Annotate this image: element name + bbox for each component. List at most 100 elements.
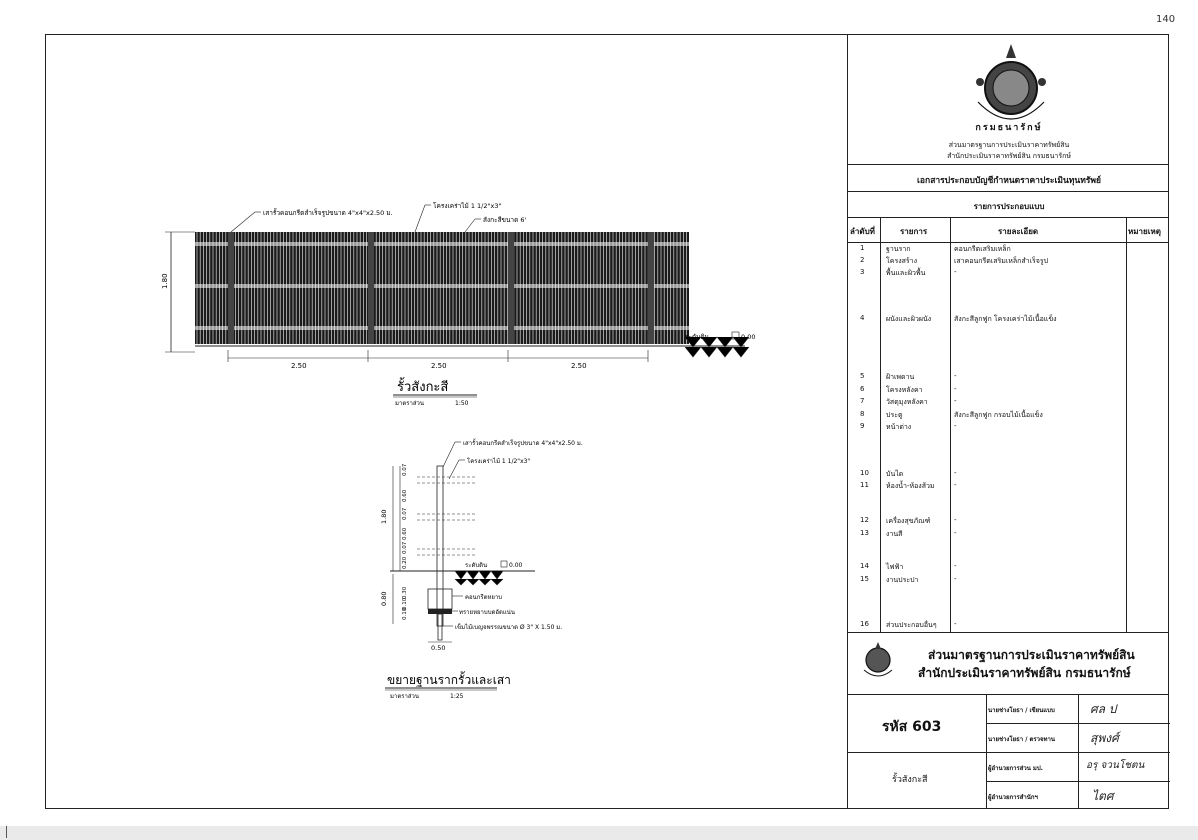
item-detail: - [954, 469, 957, 477]
item-name: ฝ้าเพดาน [886, 373, 915, 381]
item-number: 13 [860, 529, 869, 537]
item-number: 4 [860, 314, 865, 322]
section-pile-label: เข็มไม้เบญจพรรณขนาด Ø 3" X 1.50 ม. [455, 622, 562, 631]
item-name: ผนังและผิวผนัง [886, 315, 932, 323]
span-dim-2: 2.50 [431, 362, 447, 370]
signature-1: ศล ป [1090, 702, 1117, 716]
section-frame-label: โครงเคร่าไม้ 1 1/2"x3" [467, 457, 530, 465]
item-number: 5 [860, 372, 865, 380]
section-level-value: 0.00 [509, 562, 523, 569]
item-number: 11 [860, 481, 869, 489]
item-number: 10 [860, 469, 869, 477]
item-detail: - [954, 397, 957, 405]
section-post-label: เสารั้วคอนกรีตสำเร็จรูปขนาด 4"x4"x2.50 ม… [463, 437, 583, 447]
item-number: 1 [860, 244, 865, 252]
item-name: วัสดุมุงหลังคา [886, 398, 928, 406]
item-detail: - [954, 372, 957, 380]
fence-foundation-section: ระดับดิน 0.00 1.80 0.07 0.60 0.07 0.60 0… [380, 437, 583, 700]
item-name: บันได [886, 470, 904, 478]
signature-4: ไตศ [1092, 789, 1114, 803]
item-name: ประตู [886, 411, 903, 419]
item-detail: - [954, 516, 957, 524]
elevation-frame-label: โครงเคร่าไม้ 1 1/2"x3" [433, 202, 501, 210]
text-cursor [6, 826, 7, 838]
signature-role-2: นายช่างโยธา / ตรวจทาน [988, 736, 1055, 743]
item-number: 15 [860, 575, 869, 583]
signature-3: อรุ จวนโชตน [1086, 760, 1145, 771]
item-detail: สังกะสีลูกฟูก โครงเคร่าไม้เนื้อแข็ง [954, 315, 1057, 323]
item-name: พื้นและผิวพื้น [886, 269, 926, 277]
drawing-canvas: 1.80 ระดับดิน 0.00 [161, 202, 755, 700]
drawing-area: 1.80 ระดับดิน 0.00 [45, 34, 847, 809]
item-number: 8 [860, 410, 865, 418]
section-dim-lower-2: 0.10 [402, 597, 408, 610]
item-name: โครงหลังคา [886, 386, 923, 394]
item-number: 2 [860, 256, 865, 264]
section-below-height: 0.80 [380, 592, 388, 606]
item-detail: คอนกรีตเสริมเหล็ก [954, 245, 1011, 253]
section-dim-4: 0.60 [402, 527, 408, 540]
section-title-items: รายการประกอบแบบ [973, 202, 1045, 211]
section-dim-lower-1: 0.30 [402, 586, 408, 599]
item-detail: - [954, 385, 957, 393]
item-detail: สังกะสีลูกฟูก กรอบไม้เนื้อแข็ง [954, 411, 1043, 419]
title-block: กรมธนารักษ์ ส่วนมาตรฐานการประเมินราคาทรั… [847, 34, 1170, 809]
span-dim-3: 2.50 [571, 362, 587, 370]
item-detail: - [954, 620, 957, 628]
drawing-name: รั้วสังกะสี [892, 775, 928, 785]
footer-seal-icon [863, 642, 893, 677]
item-name: ฐานราก [886, 245, 911, 253]
item-name: งานสี [886, 530, 903, 538]
signature-2: สุพงศ์ [1090, 731, 1119, 745]
section-dim-2: 0.60 [402, 489, 408, 502]
section-sand-label: ทรายหยาบบดอัดแน่น [459, 609, 515, 616]
section-title: ขยายฐานรากรั้วและเสา [387, 671, 511, 687]
header-no: ลำดับที่ [850, 227, 875, 236]
section-scale-label: มาตราส่วน [390, 693, 419, 700]
section-dim-6: 0.20 [402, 556, 408, 569]
section-dim-3: 0.07 [402, 507, 408, 520]
item-number: 16 [860, 620, 869, 628]
item-name: เครื่องสุขภัณฑ์ [886, 517, 931, 525]
signature-role-3: ผู้อำนวยการส่วน มป. [988, 765, 1043, 772]
item-name: ส่วนประกอบอื่นๆ [886, 621, 937, 629]
item-name: ห้องน้ำ-ห้องส้วม [886, 482, 935, 490]
footer-org-line-1: ส่วนมาตรฐานการประเมินราคาทรัพย์สิน [928, 648, 1135, 662]
drawing-sheet-frame [45, 34, 1169, 809]
section-concrete-label: คอนกรีตหยาบ [465, 593, 502, 601]
section-dim-5: 0.07 [402, 541, 408, 554]
header-remark: หมายเหตุ [1128, 227, 1161, 236]
signature-role-4: ผู้อำนวยการสำนักฯ [988, 794, 1038, 801]
header-detail: รายละเอียด [998, 227, 1039, 236]
section-ground-label: ระดับดิน [465, 562, 487, 569]
item-number: 3 [860, 268, 865, 276]
item-number: 14 [860, 562, 869, 570]
document-title: เอกสารประกอบบัญชีกำหนดราคาประเมินทุนทรัพ… [917, 176, 1101, 186]
department-seal-icon [976, 44, 1046, 120]
item-detail: - [954, 481, 957, 489]
elevation-scale-label: มาตราส่วน [395, 400, 424, 407]
item-detail: เสาคอนกรีตเสริมเหล็กสำเร็จรูป [954, 257, 1049, 265]
elevation-scale-value: 1:50 [455, 400, 469, 407]
org-line-1: ส่วนมาตรฐานการประเมินราคาทรัพย์สิน [948, 141, 1070, 149]
section-total-height: 1.80 [380, 510, 388, 524]
item-detail: - [954, 575, 957, 583]
item-number: 6 [860, 385, 865, 393]
bottom-bar [0, 826, 1198, 840]
org-line-2: สำนักประเมินราคาทรัพย์สิน กรมธนารักษ์ [947, 152, 1071, 160]
drawing-code: รหัส 603 [882, 719, 942, 735]
footer-org-line-2: สำนักประเมินราคาทรัพย์สิน กรมธนารักษ์ [918, 666, 1131, 680]
item-name: หน้าต่าง [886, 423, 912, 431]
header-item: รายการ [900, 227, 928, 236]
item-name: โครงสร้าง [886, 257, 918, 265]
elevation-ground-label: ระดับดิน [685, 333, 710, 341]
page-number: 140 [1156, 14, 1176, 25]
item-name: งานประปา [886, 576, 919, 584]
seal-text: กรมธนารักษ์ [975, 123, 1043, 133]
section-dim-lower-3: 0.10 [402, 607, 408, 620]
elevation-post-label: เสารั้วคอนกรีตสำเร็จรูปขนาด 4"x4"x2.50 ม… [263, 208, 393, 217]
item-number: 12 [860, 516, 869, 524]
span-dim-1: 2.50 [291, 362, 307, 370]
fence-elevation-drawing: 1.80 ระดับดิน 0.00 [161, 202, 755, 407]
elevation-title: รั้วสังกะสี [397, 377, 448, 395]
